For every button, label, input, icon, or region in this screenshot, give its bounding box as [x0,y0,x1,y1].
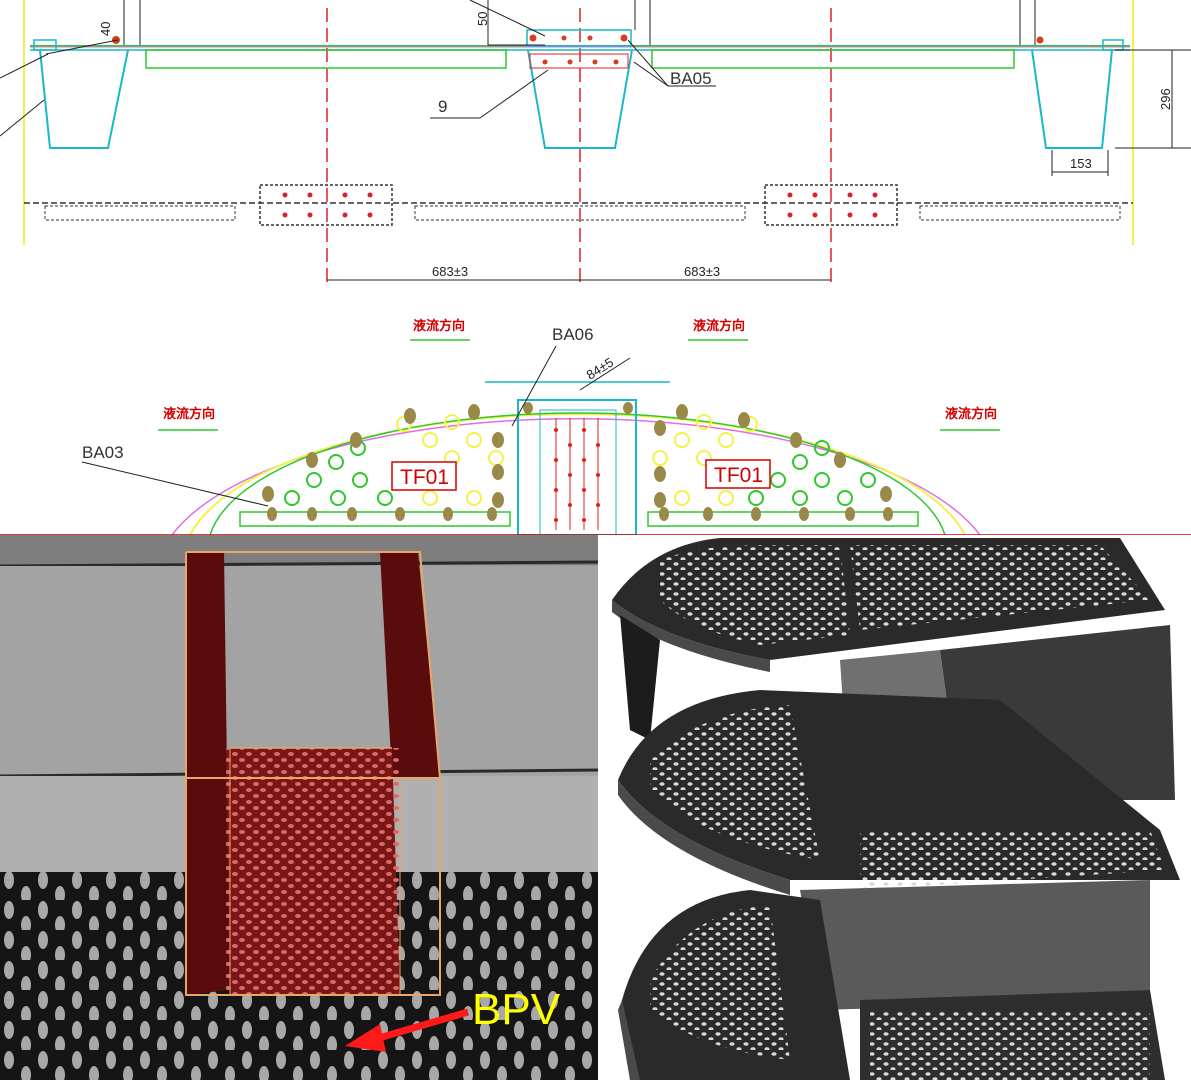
ba06-label: BA06 [552,325,594,344]
rotated-dim-label: 84±5 [584,355,616,383]
flow-direction-label-3: 液流方向 [163,406,215,422]
tf01-left-label: TF01 [400,466,449,489]
stacked-trays-3d-render [598,535,1191,1080]
dim-40-label: 40 [98,22,113,36]
tray-plan-drawing: 液流方向 液流方向 液流方向 液流方向 [0,318,1191,536]
tf01-right-label: TF01 [714,464,763,487]
dim-153-label: 153 [1070,156,1092,171]
dim-683-left-label: 683±3 [432,264,468,279]
flow-direction-label-4: 液流方向 [945,406,997,422]
dim-683-right-label: 683±3 [684,264,720,279]
dim-296-label: 296 [1158,88,1173,110]
bpv-label: BPV [472,985,561,1034]
downcomer-3d-render: BPV [0,535,599,1080]
flow-direction-label-1: 液流方向 [413,318,465,334]
ba05-label: BA05 [670,69,712,88]
ba03-label: BA03 [82,443,124,462]
dim-50-label: 50 [475,12,490,26]
flow-direction-label-2: 液流方向 [693,318,745,334]
top-section-drawing: 40 50 296 153 9 BA05 683±3 683±3 [0,0,1191,300]
part-9-label: 9 [438,97,447,116]
